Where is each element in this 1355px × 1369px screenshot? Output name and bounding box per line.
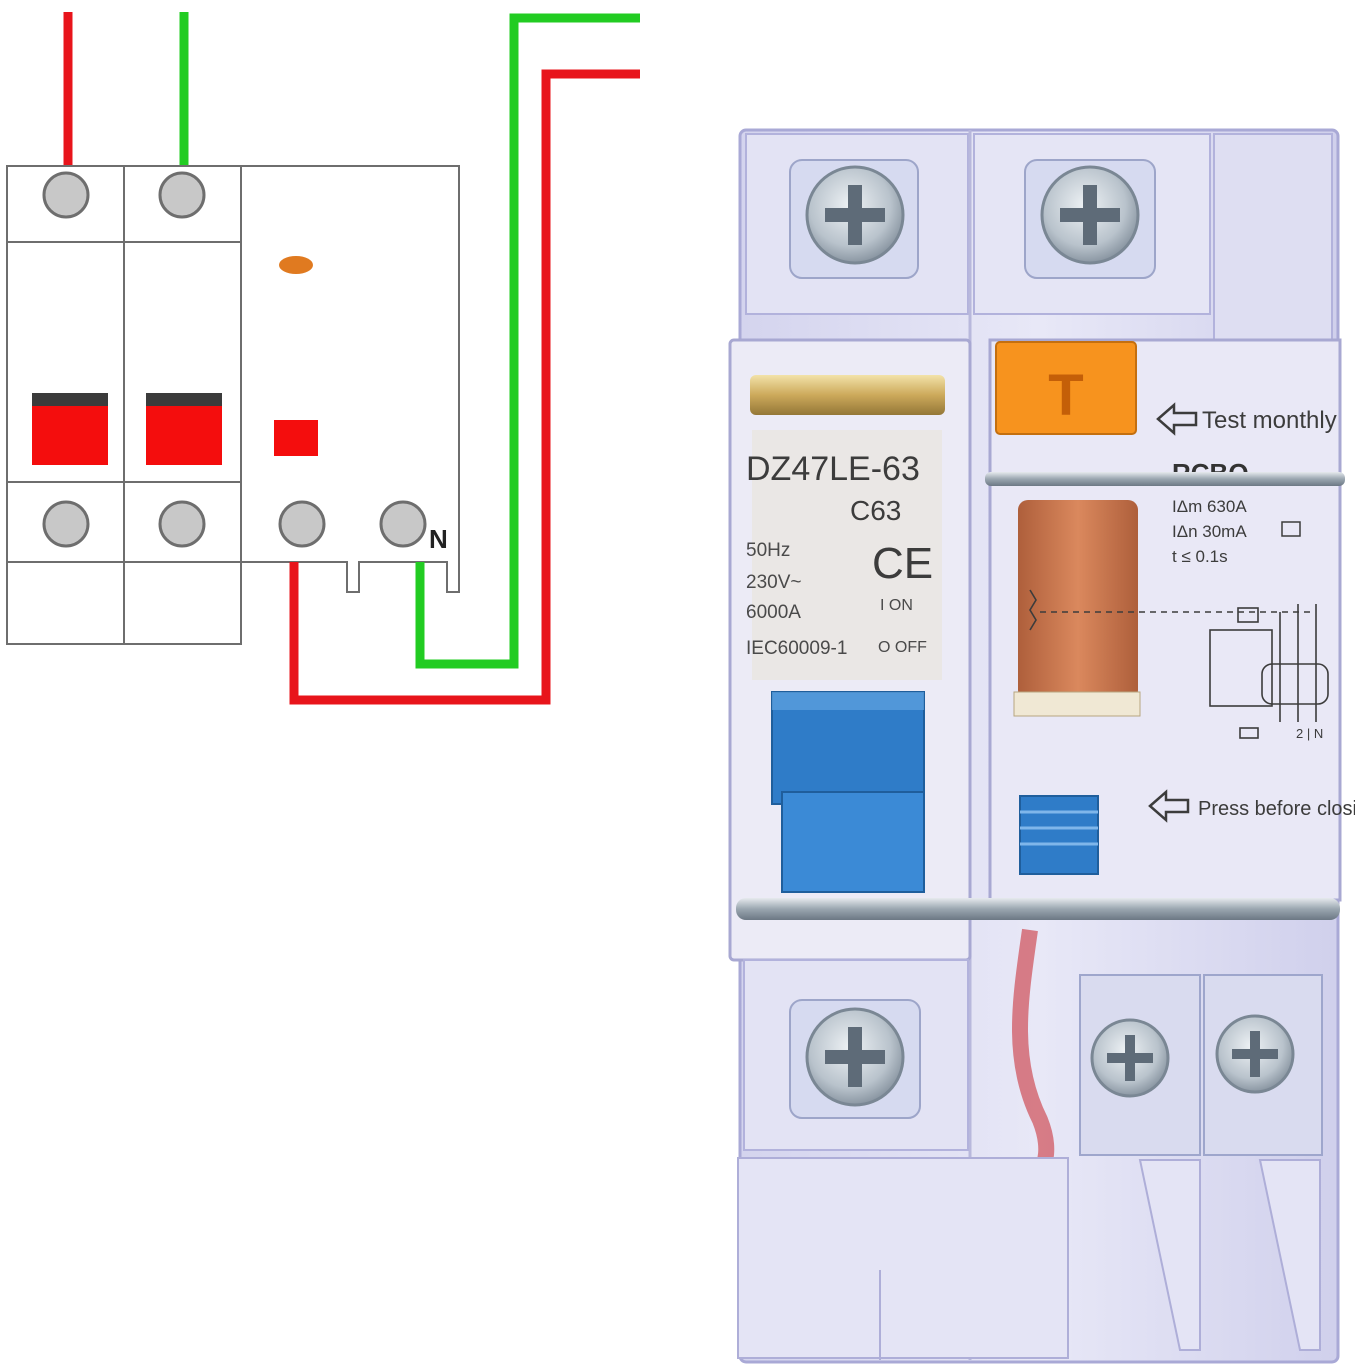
trip-time-label: t ≤ 0.1s <box>1172 547 1228 566</box>
rcbo-device: DZ47LE-63 C63 50Hz 230V~ 6000A IEC60009-… <box>728 128 1355 1364</box>
earth-output-wire <box>415 13 640 669</box>
test-button-label: T <box>1048 363 1083 428</box>
test-instruction: Test monthly <box>1202 407 1337 434</box>
bottom-terminal-2 <box>158 500 206 548</box>
test-button: T <box>995 341 1137 435</box>
internal-schematic <box>1029 589 1329 739</box>
din-clip <box>737 1157 1321 1360</box>
standard-label: IEC60009-1 <box>746 638 847 659</box>
top-screw-left <box>789 159 919 279</box>
bottom-terminal-1 <box>42 500 90 548</box>
top-rod <box>985 472 1345 486</box>
test-button-square <box>274 420 318 456</box>
top-screw-right <box>1024 159 1156 279</box>
indicator-light <box>279 256 313 274</box>
blue-toggle-handle <box>771 691 925 893</box>
voltage-label: 230V~ <box>746 572 801 593</box>
reset-arrow-icon <box>1148 789 1190 823</box>
top-terminal-2 <box>158 171 206 219</box>
bottom-terminal-3 <box>278 500 326 548</box>
im-label: IΔm 630A <box>1172 497 1247 516</box>
frequency-label: 50Hz <box>746 540 790 561</box>
ce-mark: CE <box>872 539 933 588</box>
terminal-labels: 2 | N <box>1296 726 1323 741</box>
neutral-label: N <box>429 524 448 554</box>
on-label: I ON <box>880 597 913 614</box>
bottom-screw-middle <box>1090 1018 1170 1098</box>
rating-label: C63 <box>850 495 901 526</box>
bottom-screw-right <box>1215 1014 1295 1094</box>
bottom-rod <box>736 898 1340 920</box>
breaker-outline <box>6 165 460 645</box>
toggle-switch-1 <box>32 393 108 465</box>
live-output-wire <box>289 69 640 705</box>
idn-label: IΔn 30mA <box>1172 522 1247 541</box>
toggle-switch-2 <box>146 393 222 465</box>
bottom-screw-left <box>789 999 921 1119</box>
test-arrow-icon <box>1156 402 1198 436</box>
trip-coil <box>1013 500 1141 717</box>
off-label: O OFF <box>878 639 927 656</box>
wiring-diagram: N <box>6 12 640 705</box>
capacity-label: 6000A <box>746 602 801 623</box>
reset-button <box>1019 795 1099 875</box>
ac-type-icon <box>1281 521 1301 537</box>
top-terminal-1 <box>42 171 90 219</box>
reset-instruction: Press before closing <box>1198 798 1355 820</box>
bottom-terminal-neutral <box>379 500 427 548</box>
model-label: DZ47LE-63 <box>746 450 920 488</box>
